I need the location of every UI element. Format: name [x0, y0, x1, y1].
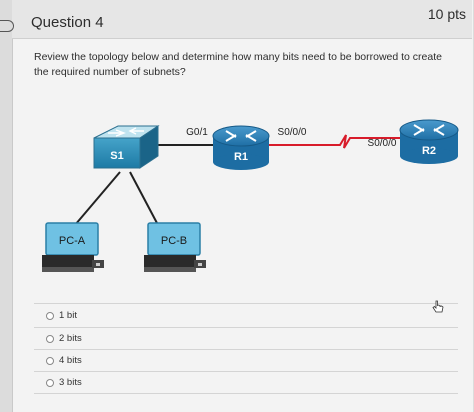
link-s1-pca	[74, 171, 121, 226]
answer-divider	[34, 349, 458, 350]
answer-divider	[34, 371, 458, 372]
pc-b-label: PC-B	[161, 235, 187, 247]
interface-r1-s000-label: S0/0/0	[278, 127, 307, 138]
interface-g01-label: G0/1	[186, 127, 208, 138]
pc-a: PC-A	[42, 222, 104, 272]
link-r1-r2-serial	[265, 134, 402, 149]
link-s1-pcb	[129, 171, 159, 226]
pc-b: PC-B	[144, 222, 206, 272]
answer-divider	[34, 393, 458, 394]
answer-option-4[interactable]: 3 bits	[46, 377, 82, 388]
question-card	[12, 0, 473, 412]
interface-r2-s000-label: S0/0/0	[368, 138, 397, 149]
answer-option-3[interactable]: 4 bits	[46, 355, 82, 366]
answer-label: 2 bits	[59, 333, 82, 344]
question-title: Question 4	[31, 14, 104, 31]
pc-a-label: PC-A	[59, 235, 86, 247]
network-topology-diagram: S1 R1 R2 G0/1 S0/0/0 S0/0/0 PC-A PC-B	[42, 119, 459, 272]
answer-divider	[34, 327, 458, 328]
switch-s1-label: S1	[110, 150, 123, 162]
hand-cursor-icon	[432, 300, 444, 313]
question-points: 10 pts	[427, 6, 466, 22]
router-r1: R1	[212, 125, 270, 170]
radio-button[interactable]	[46, 356, 54, 365]
answer-option-1[interactable]: 1 bit	[46, 310, 77, 321]
answer-option-2[interactable]: 2 bits	[46, 333, 82, 344]
radio-button[interactable]	[46, 311, 54, 320]
flag-icon[interactable]	[0, 20, 14, 32]
router-r2: R2	[399, 119, 459, 164]
answer-label: 1 bit	[59, 310, 77, 321]
router-r1-label: R1	[234, 151, 248, 163]
question-prompt: Review the topology below and determine …	[34, 51, 442, 78]
question-header	[12, 0, 472, 39]
radio-button[interactable]	[46, 378, 54, 387]
switch-s1: S1	[93, 125, 160, 169]
answer-label: 3 bits	[59, 377, 82, 388]
router-r2-label: R2	[422, 145, 436, 157]
answer-divider	[34, 303, 458, 304]
radio-button[interactable]	[46, 334, 54, 343]
answer-label: 4 bits	[59, 355, 82, 366]
